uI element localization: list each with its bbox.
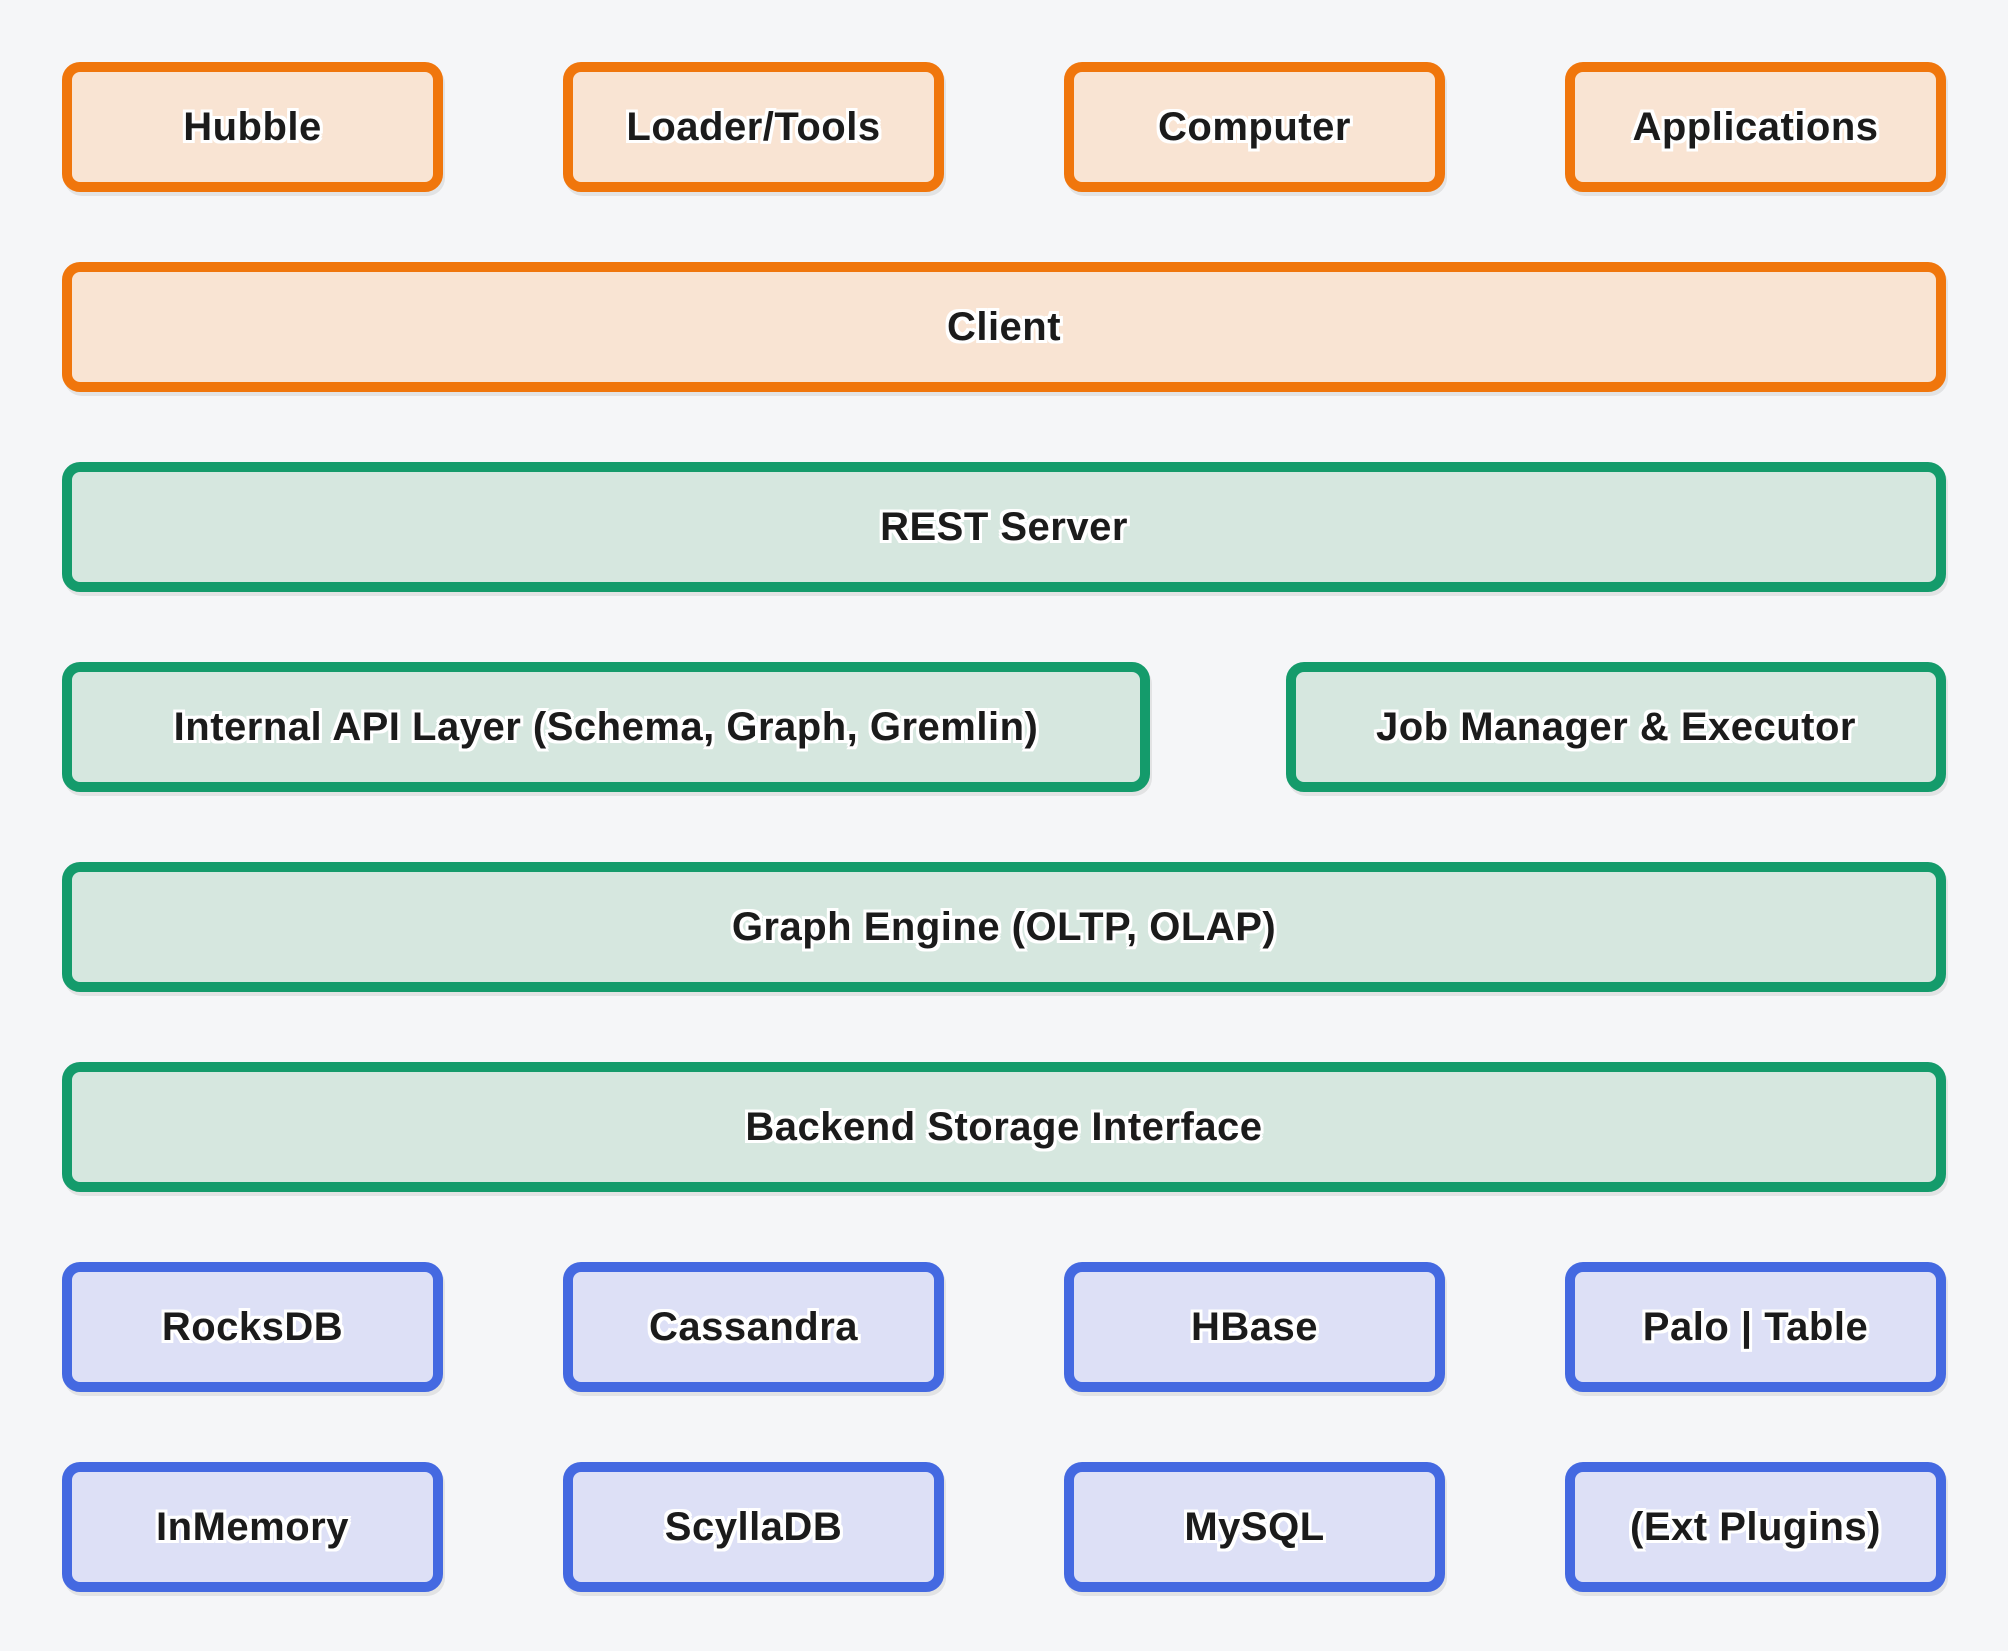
node-client-label: Client: [946, 304, 1062, 349]
node-scylladb: ScyllaDB: [563, 1462, 944, 1592]
node-palo-table: Palo | Table: [1565, 1262, 1946, 1392]
node-mysql-label: MySQL: [1184, 1504, 1325, 1549]
node-ext-plugins-label: (Ext Plugins): [1630, 1504, 1881, 1549]
node-scylladb-label: ScyllaDB: [664, 1504, 843, 1549]
node-hubble-label: Hubble: [183, 104, 322, 149]
node-palo-table-label: Palo | Table: [1642, 1304, 1869, 1349]
node-internal-api-layer: Internal API Layer (Schema, Graph, Greml…: [62, 662, 1150, 792]
node-loader-tools: Loader/Tools: [563, 62, 944, 192]
node-applications-label: Applications: [1632, 104, 1879, 149]
node-cassandra: Cassandra: [563, 1262, 944, 1392]
node-hbase-label: HBase: [1190, 1304, 1318, 1349]
graph-engine-row: Graph Engine (OLTP, OLAP): [62, 862, 1946, 992]
backend-storage-row: Backend Storage Interface: [62, 1062, 1946, 1192]
node-computer: Computer: [1064, 62, 1445, 192]
node-job-manager-executor-label: Job Manager & Executor: [1375, 704, 1856, 749]
node-computer-label: Computer: [1158, 104, 1351, 149]
rest-server-row: REST Server: [62, 462, 1946, 592]
node-inmemory-label: InMemory: [156, 1504, 349, 1549]
node-graph-engine-label: Graph Engine (OLTP, OLAP): [731, 904, 1277, 949]
node-mysql: MySQL: [1064, 1462, 1445, 1592]
node-client: Client: [62, 262, 1946, 392]
node-internal-api-layer-label: Internal API Layer (Schema, Graph, Greml…: [173, 704, 1039, 749]
node-rocksdb-label: RocksDB: [161, 1304, 344, 1349]
node-hubble: Hubble: [62, 62, 443, 192]
node-ext-plugins: (Ext Plugins): [1565, 1462, 1946, 1592]
node-cassandra-label: Cassandra: [648, 1304, 859, 1349]
node-loader-tools-label: Loader/Tools: [626, 104, 881, 149]
node-inmemory: InMemory: [62, 1462, 443, 1592]
client-tools-row: Hubble Loader/Tools Computer Application…: [62, 62, 1946, 192]
node-backend-storage-interface: Backend Storage Interface: [62, 1062, 1946, 1192]
node-rest-server: REST Server: [62, 462, 1946, 592]
node-rocksdb: RocksDB: [62, 1262, 443, 1392]
node-backend-storage-interface-label: Backend Storage Interface: [745, 1104, 1263, 1149]
client-row: Client: [62, 262, 1946, 392]
node-job-manager-executor: Job Manager & Executor: [1286, 662, 1946, 792]
node-applications: Applications: [1565, 62, 1946, 192]
storage-row-2: InMemory ScyllaDB MySQL (Ext Plugins): [62, 1462, 1946, 1592]
storage-row-1: RocksDB Cassandra HBase Palo | Table: [62, 1262, 1946, 1392]
node-graph-engine: Graph Engine (OLTP, OLAP): [62, 862, 1946, 992]
node-hbase: HBase: [1064, 1262, 1445, 1392]
api-layer-row: Internal API Layer (Schema, Graph, Greml…: [62, 662, 1946, 792]
node-rest-server-label: REST Server: [880, 504, 1128, 549]
